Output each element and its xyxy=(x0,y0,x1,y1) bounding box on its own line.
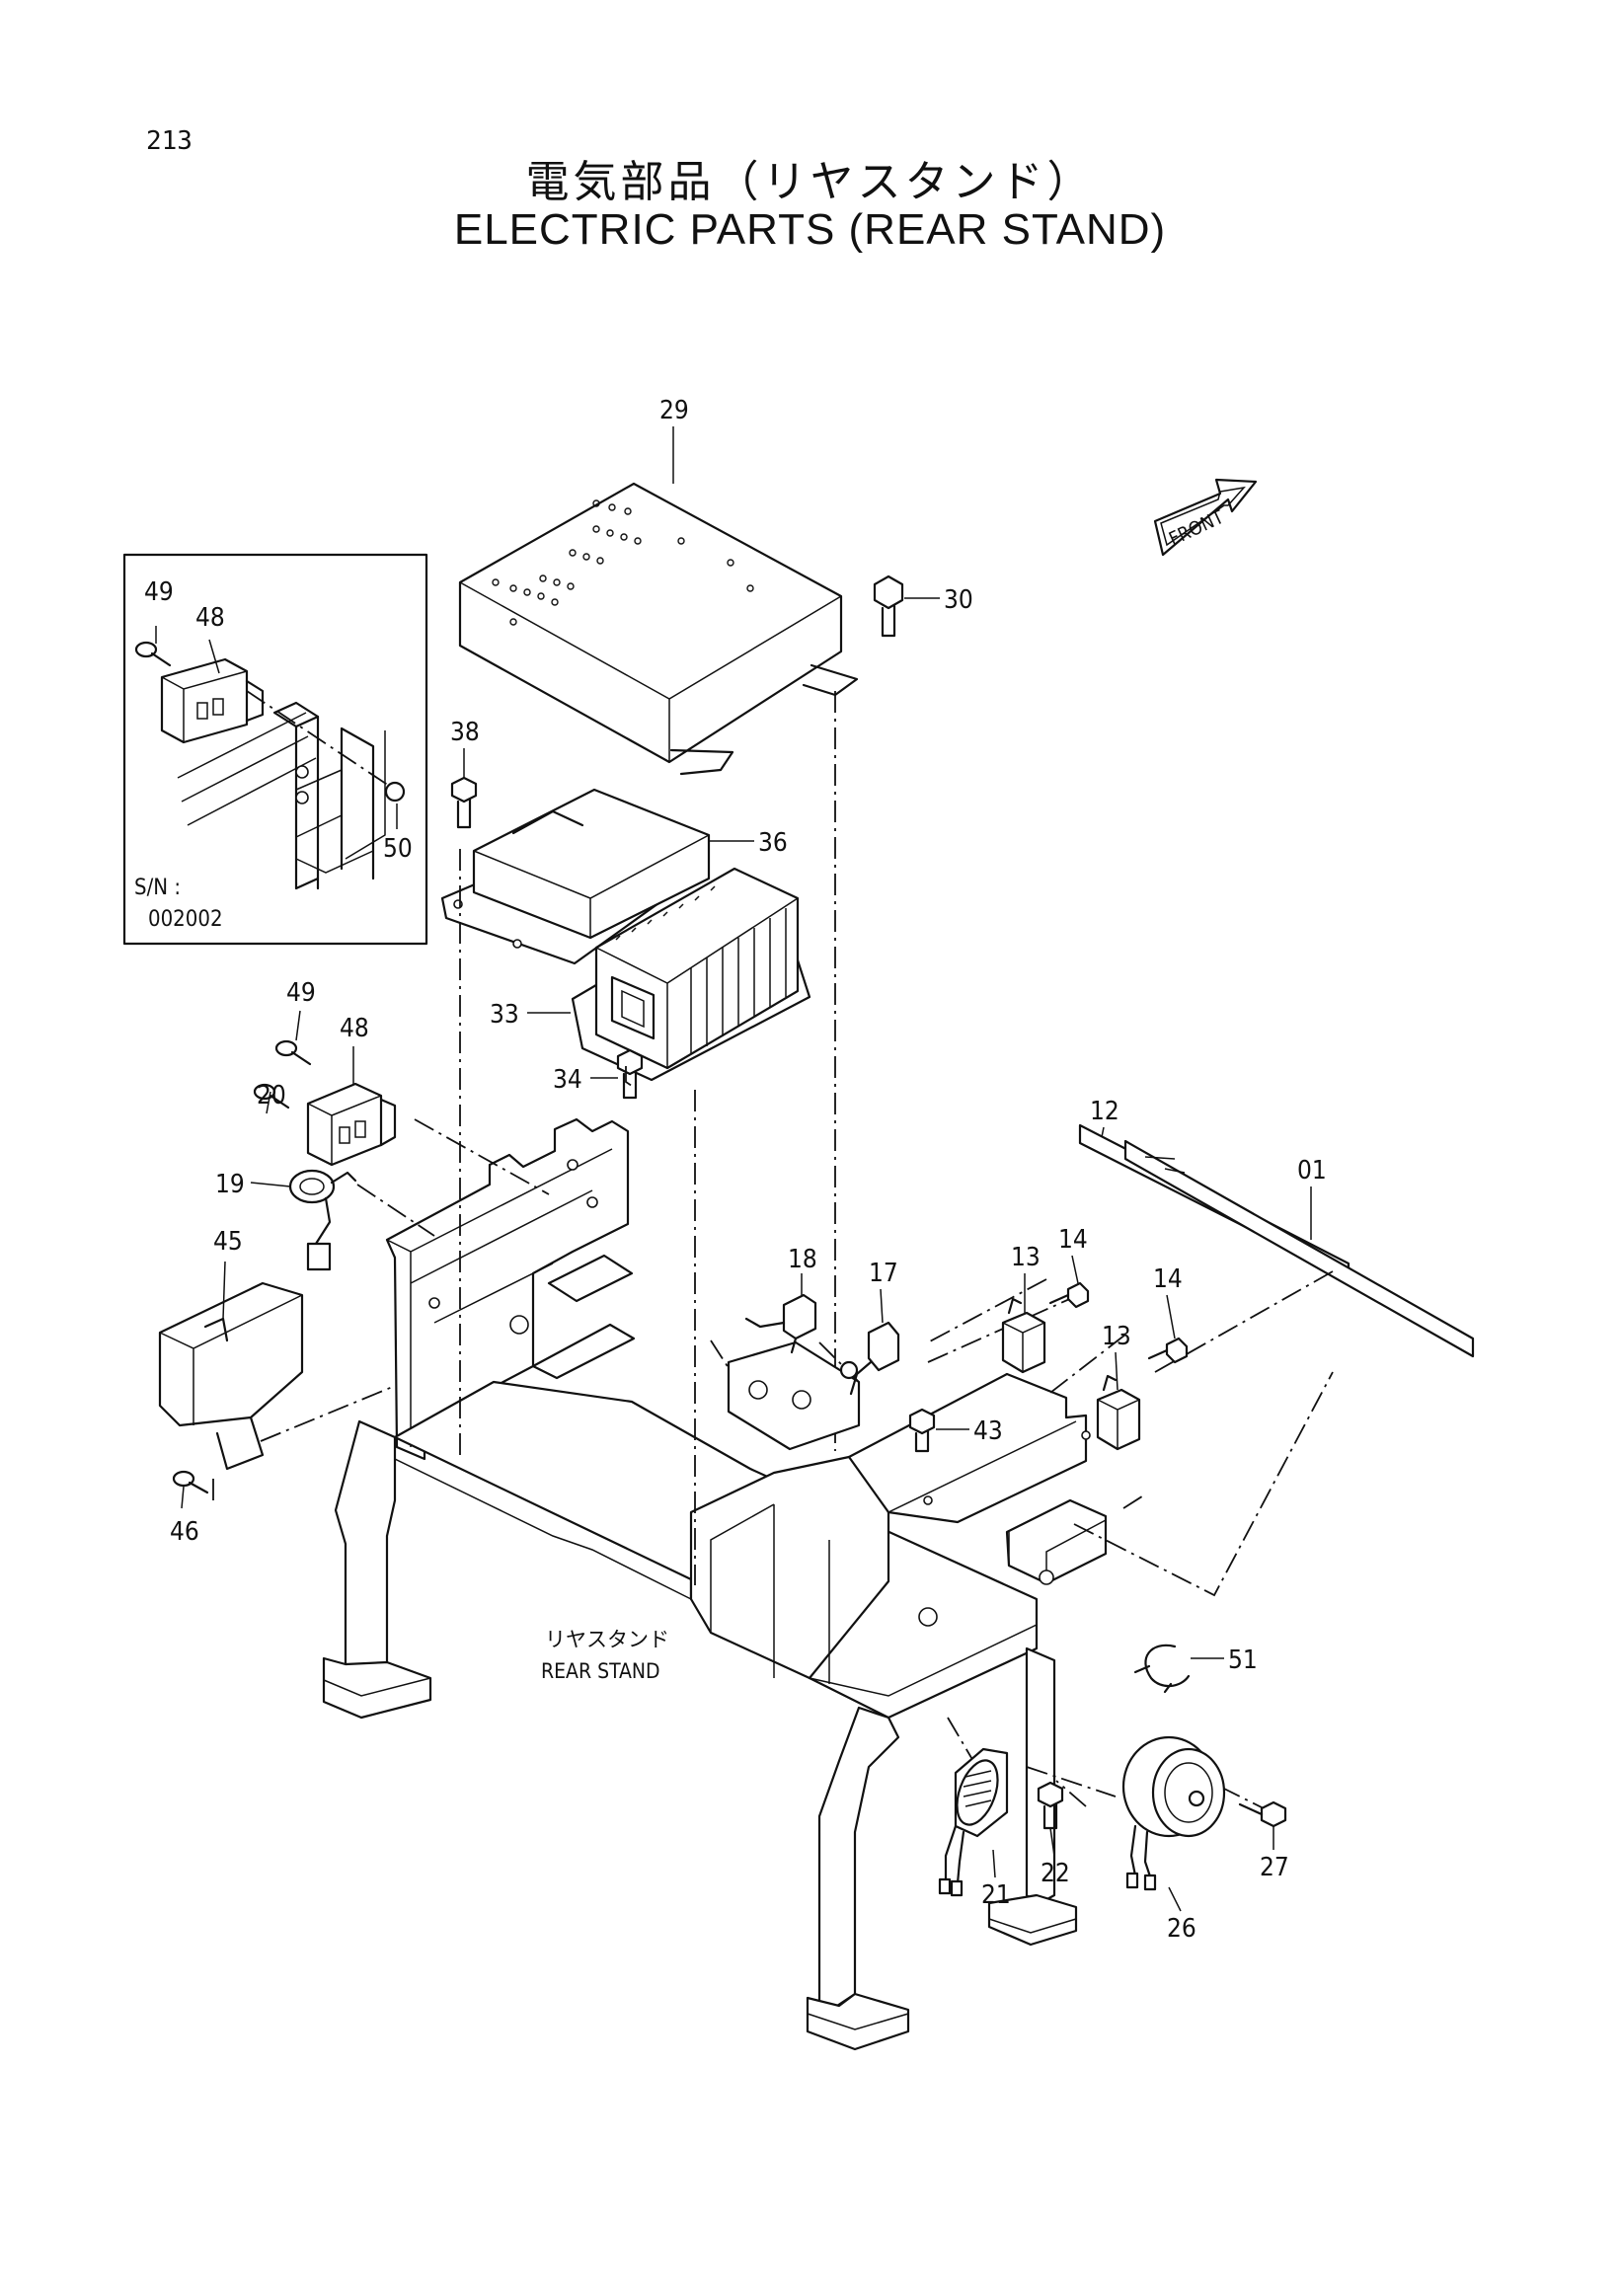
callout-49-inset: 49 xyxy=(144,577,174,607)
bracket-plate xyxy=(727,1340,861,1451)
callout-20: 20 xyxy=(257,1081,286,1110)
assembly-leader-lines xyxy=(212,691,1334,1819)
inset-serial-label: S/N : xyxy=(134,876,181,900)
callout-18: 18 xyxy=(788,1245,817,1274)
callout-12: 12 xyxy=(1090,1097,1119,1126)
callout-13b: 13 xyxy=(1102,1322,1131,1351)
relay-13a xyxy=(1001,1297,1046,1374)
callout-19: 19 xyxy=(215,1170,245,1199)
control-box-36 xyxy=(440,788,711,965)
rear-stand-label-english: REAR STAND xyxy=(541,1659,660,1683)
sensor-18 xyxy=(744,1293,817,1354)
callout-38: 38 xyxy=(450,718,480,747)
bolt-38 xyxy=(450,776,478,829)
serial-number-inset xyxy=(122,553,428,946)
callout-46: 46 xyxy=(170,1517,199,1547)
callout-17: 17 xyxy=(869,1259,898,1288)
callout-22: 22 xyxy=(1041,1859,1070,1888)
horn-26 xyxy=(1121,1735,1226,1891)
callout-49: 49 xyxy=(286,978,316,1008)
page-number: 213 xyxy=(146,126,193,156)
callout-27: 27 xyxy=(1260,1853,1289,1882)
callout-29: 29 xyxy=(659,396,689,425)
rear-stand-frame xyxy=(322,1117,1475,2051)
callout-leaders xyxy=(155,426,1312,1912)
callout-51: 51 xyxy=(1228,1645,1258,1675)
callout-13a: 13 xyxy=(1011,1243,1041,1272)
clamp-51 xyxy=(1133,1644,1191,1694)
bolt-43 xyxy=(908,1408,936,1453)
callout-36: 36 xyxy=(758,828,788,858)
relay-13b xyxy=(1096,1374,1141,1451)
callout-48: 48 xyxy=(340,1014,369,1043)
bolt-14a xyxy=(1048,1281,1090,1309)
horn-21 xyxy=(938,1747,1009,1897)
page-title-japanese: 電気部品（リヤスタンド） xyxy=(525,157,1095,207)
callout-45: 45 xyxy=(213,1227,243,1257)
inset-serial-value: 002002 xyxy=(148,907,223,932)
controller-unit-29 xyxy=(458,482,859,776)
callout-21: 21 xyxy=(981,1880,1011,1910)
nut-50 xyxy=(246,690,406,803)
cover-45 xyxy=(158,1281,304,1471)
callout-14a: 14 xyxy=(1058,1225,1088,1255)
switch-19 xyxy=(288,1169,357,1271)
controller-33 xyxy=(571,867,811,1082)
front-direction-arrow: FRONT xyxy=(1153,478,1258,557)
bolt-49-inset xyxy=(134,641,172,667)
callout-30: 30 xyxy=(944,585,973,615)
callout-01: 01 xyxy=(1297,1156,1327,1186)
page-title-english: ELECTRIC PARTS (REAR STAND) xyxy=(453,205,1167,254)
part-callouts: 29 30 38 36 33 34 49 48 50 49 48 20 19 4… xyxy=(144,396,1327,1944)
bolt-34 xyxy=(616,1048,644,1100)
bolt-14b xyxy=(1147,1337,1189,1364)
bolt-27 xyxy=(1238,1800,1287,1828)
callout-34: 34 xyxy=(553,1065,582,1095)
sensor-17 xyxy=(839,1321,900,1396)
bolt-30 xyxy=(873,574,904,638)
bolt-49 xyxy=(274,1039,312,1066)
callout-14b: 14 xyxy=(1153,1264,1183,1294)
callout-26: 26 xyxy=(1167,1914,1196,1944)
callout-43: 43 xyxy=(973,1416,1003,1446)
bolt-46 xyxy=(172,1470,209,1494)
relay-48 xyxy=(306,1082,397,1167)
callout-50: 50 xyxy=(383,834,413,864)
rear-stand-label-japanese: リヤスタンド xyxy=(545,1628,669,1651)
callout-48-inset: 48 xyxy=(195,603,225,633)
callout-33: 33 xyxy=(490,1000,519,1030)
relay-48-inset xyxy=(160,657,265,744)
